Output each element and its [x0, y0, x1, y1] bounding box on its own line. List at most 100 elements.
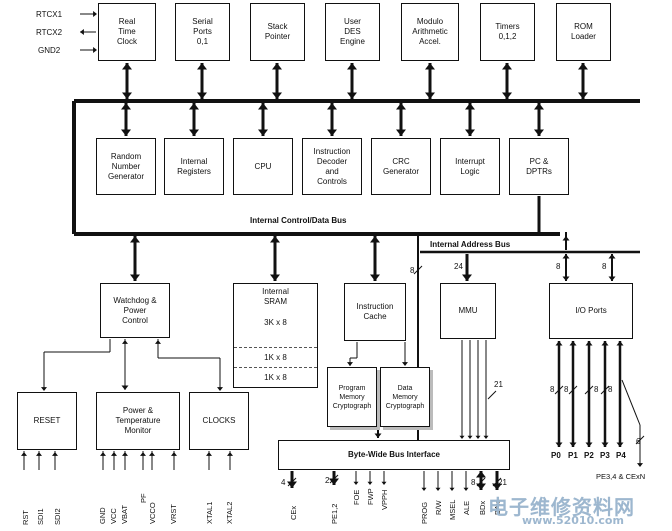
- clock-pin-arrow-1: [227, 452, 233, 456]
- pin-gnd: GND: [98, 507, 107, 524]
- top-block-link-0-head: [122, 92, 132, 99]
- bus-width-8-p1: 8: [564, 385, 569, 394]
- pc-address-arrow: [562, 236, 570, 241]
- mmu-arrow-3: [483, 435, 489, 439]
- pin-rtcx1: RTCX1: [36, 10, 63, 19]
- flash-arrow-2: [381, 481, 387, 485]
- mid-block-link-6-tail: [534, 103, 544, 110]
- top-block-link-6-head: [578, 92, 588, 99]
- bus-width-8-p0: 8: [550, 385, 555, 394]
- pin-ale: ALE: [462, 500, 471, 515]
- ctrl-arrow-3: [463, 487, 469, 491]
- port-bus-0-head: [555, 442, 563, 447]
- pin-vrst: VRST: [169, 503, 178, 524]
- power-pin-arrow-1: [111, 452, 117, 456]
- io-ports-block: I/O Ports: [549, 283, 633, 339]
- pin-vcc: VCC: [109, 508, 118, 524]
- mmu-21-slash: [487, 390, 497, 400]
- pin-rw: R/W: [434, 500, 443, 515]
- internal-registers-block: Internal Registers: [164, 138, 224, 195]
- top-block-link-6-tail: [578, 63, 588, 70]
- top-block-link-1-tail: [197, 63, 207, 70]
- pin-vbat: VBAT: [120, 504, 129, 524]
- sram-row-1: 1K x 8: [234, 347, 317, 368]
- pin-vcco: VCCO: [148, 502, 157, 524]
- io-link-left-head: [562, 276, 570, 281]
- crypt-bus-arrow: [374, 433, 382, 438]
- flash-arrow-1: [367, 481, 373, 485]
- port-slash-1: [568, 385, 578, 395]
- mid-block-link-5-tail: [465, 103, 475, 110]
- mmu-arrow-1: [467, 435, 473, 439]
- internal-sram-block: Internal SRAM 3K x 8 1K x 8 1K x 8: [233, 283, 318, 388]
- watchdog-power-control-block: Watchdog & Power Control: [100, 283, 170, 338]
- modulo-arithmetic-block: Modulo Arithmetic Accel.: [401, 3, 459, 61]
- mmu-arrow-2: [475, 435, 481, 439]
- watchdog-link-head: [130, 274, 140, 281]
- pin-fwp: FWP: [366, 488, 375, 505]
- port-slash-2: [584, 385, 594, 395]
- data-arrow: [402, 362, 408, 366]
- mid-block-link-0-head: [121, 129, 131, 136]
- user-des-engine-block: User DES Engine: [325, 3, 380, 61]
- sram-size: 3K x 8: [264, 318, 287, 327]
- pin-sdi1: SDI1: [36, 508, 45, 525]
- mid-block-link-1-tail: [189, 103, 199, 110]
- prog-arrow: [347, 362, 353, 366]
- pe-slash: [635, 435, 645, 445]
- sram-title: Internal SRAM: [262, 287, 289, 306]
- port-label-p2: P2: [584, 451, 594, 460]
- program-memory-cryptograph-block: Program Memory Cryptograph: [327, 367, 377, 427]
- top-block-link-5-head: [502, 92, 512, 99]
- port-bus-1-head: [569, 442, 577, 447]
- reset-pin-arrow-1: [36, 452, 42, 456]
- wd-clock-arrow: [217, 387, 223, 391]
- pin-prog: PROG: [420, 501, 429, 524]
- port-label-p3: P3: [600, 451, 610, 460]
- io-link-right-head: [608, 276, 616, 281]
- cex-bus-head: [287, 481, 297, 488]
- top-block-link-0-tail: [122, 63, 132, 70]
- pin-pf: PF: [139, 493, 148, 503]
- bus-width-21-mmu: 21: [494, 380, 503, 389]
- power-pin-arrow-4: [149, 452, 155, 456]
- watermark-url: www.52010.com: [522, 514, 624, 527]
- instruction-decoder-block: Instruction Decoder and Controls: [302, 138, 362, 195]
- bd-bus-head: [476, 483, 486, 490]
- bd-slash: [476, 477, 486, 487]
- flash-arrow-0: [353, 481, 359, 485]
- mmu-block: MMU: [440, 283, 496, 339]
- bus-width-8-io-right: 8: [602, 262, 607, 271]
- crc-generator-block: CRC Generator: [371, 138, 431, 195]
- cache-link-tail: [370, 236, 380, 243]
- bus-width-8-bd: 8: [471, 478, 476, 487]
- top-block-link-4-head: [425, 92, 435, 99]
- byte-wide-bus-interface-block: Byte-Wide Bus Interface: [278, 440, 510, 470]
- cache-address-slash: [413, 265, 423, 275]
- pin-bdx: BDx: [478, 500, 487, 515]
- mid-block-link-0-tail: [121, 103, 131, 110]
- mmu-arrow-0: [459, 435, 465, 439]
- port-bus-2-head: [585, 442, 593, 447]
- rtcx2-arrow: [80, 29, 84, 35]
- wd-reset-arrow: [41, 387, 47, 391]
- mid-block-link-3-tail: [327, 103, 337, 110]
- bus-width-6-pe: 6: [636, 437, 641, 446]
- rtcx1-arrow: [93, 11, 97, 17]
- pin-foe: FOE: [352, 489, 361, 505]
- clock-pin-arrow-0: [206, 452, 212, 456]
- port-bus-1-tail: [569, 341, 577, 346]
- reset-pin-arrow-2: [52, 452, 58, 456]
- power-temperature-monitor-block: Power & Temperature Monitor: [96, 392, 180, 450]
- internal-address-bus-label: Internal Address Bus: [430, 240, 511, 249]
- io-link-left-tail: [562, 254, 570, 259]
- power-pin-arrow-3: [140, 452, 146, 456]
- port-label-pe: PE3,4 & CExN: [596, 472, 646, 481]
- power-pin-arrow-2: [122, 452, 128, 456]
- reset-pin-arrow-0: [21, 452, 27, 456]
- interrupt-logic-block: Interrupt Logic: [440, 138, 500, 195]
- mid-block-link-4-tail: [396, 103, 406, 110]
- pe12-slash: [329, 474, 339, 484]
- port-slash-3: [600, 385, 610, 395]
- wd-power-up: [122, 340, 128, 344]
